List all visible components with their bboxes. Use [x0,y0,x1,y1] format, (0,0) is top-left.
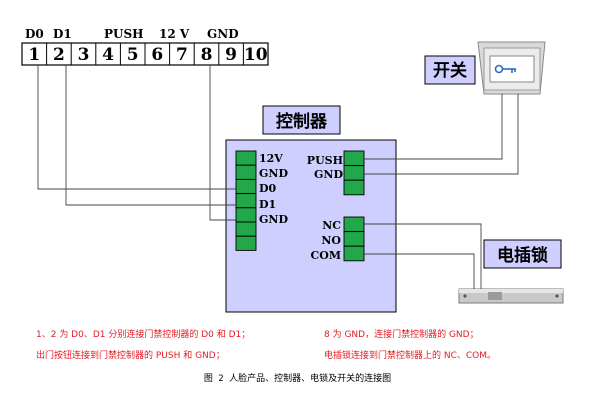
terminal-slot [235,193,257,209]
pin-label-push: PUSH [307,154,343,167]
terminal-number-10: 10 [244,45,268,65]
terminal-slot [343,231,365,247]
wire-gnd-switch [364,94,519,175]
note-line1-left: 1、2 为 D0、D1 分别连接门禁控制器的 D0 和 D1； [36,330,251,340]
exit-switch: 开关 [424,41,546,95]
lock-device [458,288,564,304]
label-d0: D0 [25,27,44,41]
terminal-slot [235,221,257,237]
pin-label-d0: D0 [259,182,277,195]
wire-gnd [209,65,236,221]
switch-device [477,41,546,95]
wires [37,65,519,289]
terminal-slot [343,245,365,262]
figure-caption: 图 2 人脸产品、控制器、电锁及开关的连接图 [203,374,392,384]
switch-label: 开关 [433,60,467,81]
pin-label-com: COM [310,249,341,262]
label-gnd: GND [207,27,239,41]
terminal-number-1: 1 [28,45,40,65]
terminal-slot [235,150,257,166]
terminal-number-7: 7 [176,45,188,65]
right-lower-terminal-block [343,216,365,262]
pin-label-gnd-1: GND [259,167,288,180]
pin-label-gnd-right: GND [314,168,343,181]
terminal-slot [235,207,257,223]
label-push: PUSH [104,27,144,41]
note-line1-right: 8 为 GND，连接门禁控制器的 GND； [324,330,479,340]
pin-label-12v: 12V [259,152,283,165]
wire-com [364,253,475,289]
lock-label: 电插锁 [497,245,548,266]
wire-nc [364,223,482,289]
terminal-number-9: 9 [225,45,237,65]
terminal-slot [343,165,365,181]
pin-label-gnd-2: GND [259,213,288,226]
terminal-number-3: 3 [78,45,90,65]
terminal-number-2: 2 [53,45,65,65]
terminal-number-6: 6 [151,45,163,65]
terminal-number-8: 8 [201,45,213,65]
key-icon [494,64,516,74]
pin-label-nc: NC [322,219,341,232]
left-terminal-block [235,150,257,251]
terminal-number-5: 5 [127,45,139,65]
note-line2-right: 电插锁连接到门禁控制器上的 NC、COM。 [324,351,497,361]
controller: 控制器 12V GND D0 D1 GND PUSH GND NC NO COM [225,105,397,313]
terminal-slot [235,164,257,180]
controller-title: 控制器 [276,111,328,132]
terminal-slot [343,179,365,196]
wire-push [364,94,503,160]
terminal-slot [235,235,257,251]
note-line2-left: 出门按钮连接到门禁控制器的 PUSH 和 GND； [36,351,225,361]
terminal-number-4: 4 [102,45,114,65]
label-d1: D1 [53,27,72,41]
right-upper-terminal-block [343,150,365,196]
terminal-slot [235,178,257,195]
wire-d1 [65,65,236,206]
terminal-slot [343,150,365,167]
electric-lock: 电插锁 [458,239,564,304]
pin-label-d1: D1 [259,198,276,211]
wire-d0 [37,65,236,190]
pin-label-no: NO [321,234,341,247]
label-12v: 12 V [159,27,190,41]
terminal-slot [343,216,365,233]
